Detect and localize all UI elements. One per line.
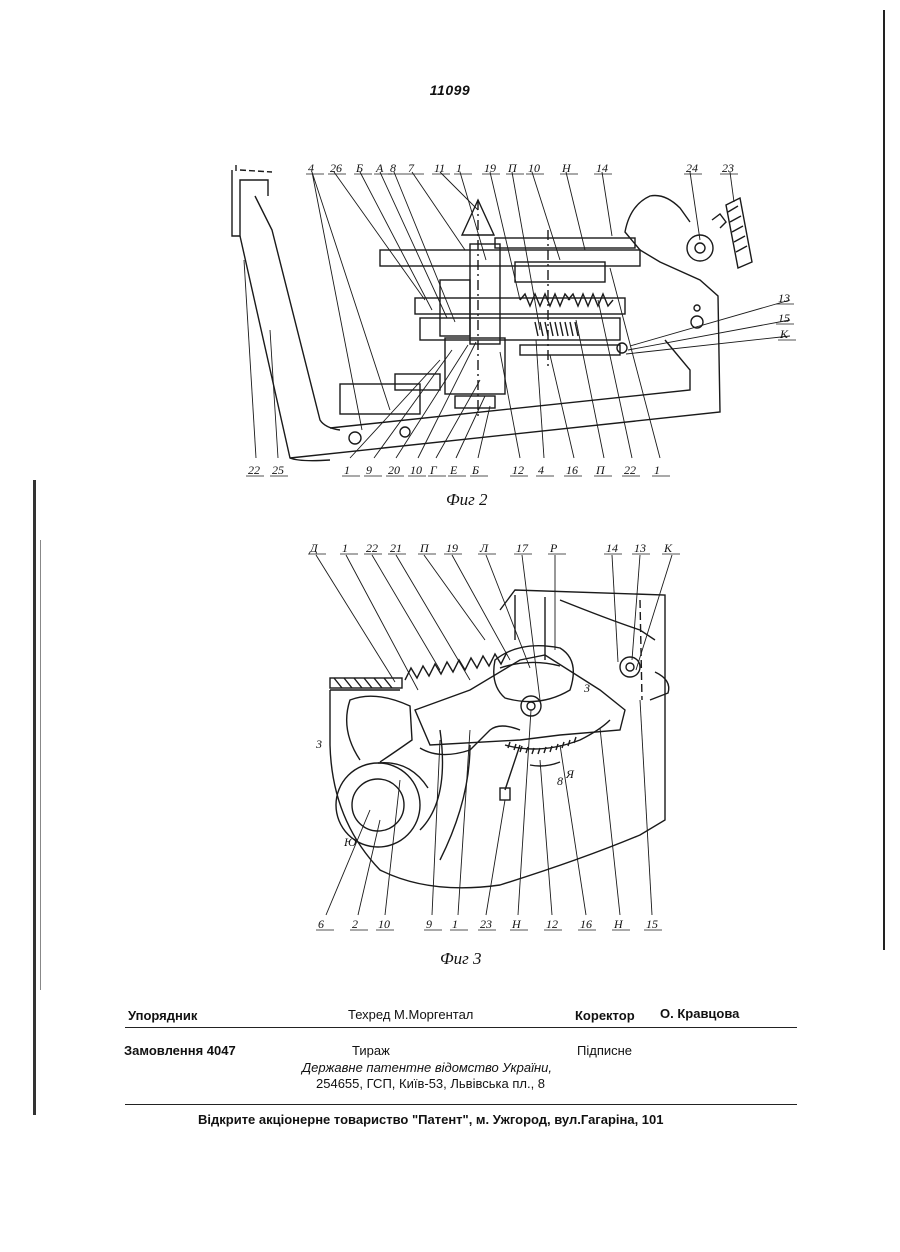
fig3-bottom-label-0: 6 — [318, 917, 324, 931]
colophon-office: Державне патентне відомство України, — [302, 1060, 552, 1075]
fig3-inner-label-4: 8 — [557, 774, 563, 788]
fig3-bottom-label-5: 23 — [480, 917, 492, 931]
fig3-inner-label-1: Ю — [343, 835, 357, 849]
fig3-top-label-0: Д — [309, 541, 319, 555]
fig3-top-label-1: 1 — [342, 541, 348, 555]
colophon-techred: Техред М.Моргентал — [348, 1007, 473, 1022]
figure-3-caption: Фиг 3 — [440, 949, 482, 968]
colophon-rule-bottom — [125, 1104, 797, 1105]
colophon-order: Замовлення 4047 — [124, 1043, 236, 1058]
fig3-bottom-label-2: 10 — [378, 917, 390, 931]
fig3-bottom-label-1: 2 — [352, 917, 358, 931]
fig3-bottom-label-8: 16 — [580, 917, 592, 931]
fig3-inner-label-0: 3 — [315, 737, 322, 751]
fig3-inner-label-3: 3 — [583, 681, 590, 695]
fig3-top-label-5: 19 — [446, 541, 458, 555]
fig3-top-label-11: К — [663, 541, 673, 555]
fig3-inner-label-2: Я — [565, 767, 575, 781]
fig3-top-label-7: 17 — [516, 541, 529, 555]
fig3-top-label-9: 14 — [606, 541, 618, 555]
colophon-compiler: Упорядник — [128, 1008, 197, 1023]
fig3-bottom-label-6: Н — [511, 917, 522, 931]
colophon-address: 254655, ГСП, Київ-53, Львівська пл., 8 — [316, 1076, 545, 1091]
fig3-top-label-8: Р — [549, 541, 558, 555]
fig3-top-label-3: 21 — [390, 541, 402, 555]
fig3-top-label-2: 22 — [366, 541, 378, 555]
fig3-top-label-6: Л — [479, 541, 489, 555]
colophon-circulation: Тираж — [352, 1043, 390, 1058]
fig3-top-label-10: 13 — [634, 541, 646, 555]
fig3-bottom-label-4: 1 — [452, 917, 458, 931]
fig3-bottom-label-3: 9 — [426, 917, 432, 931]
fig3-bottom-label-7: 12 — [546, 917, 558, 931]
colophon-rule-top — [125, 1027, 797, 1028]
fig3-bottom-label-10: 15 — [646, 917, 658, 931]
colophon-subscription: Підписне — [577, 1043, 632, 1058]
colophon-corrector-name: О. Кравцова — [660, 1006, 739, 1021]
colophon-printer: Відкрите акціонерне товариство "Патент",… — [198, 1112, 664, 1127]
fig3-bottom-label-9: Н — [613, 917, 624, 931]
colophon-corrector-label: Коректор — [575, 1008, 635, 1023]
fig3-top-label-4: П — [419, 541, 430, 555]
